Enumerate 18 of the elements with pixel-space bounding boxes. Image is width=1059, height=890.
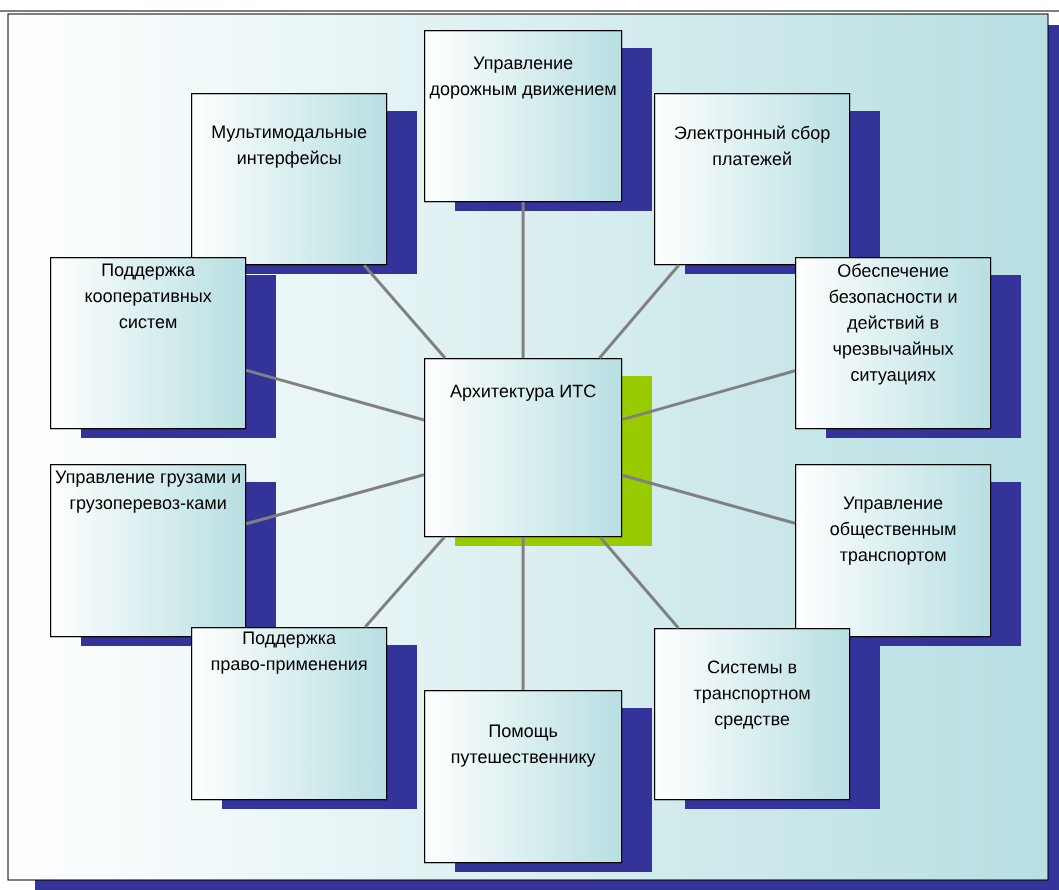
process-box: Обеспечение безопасности и действий в чрезвычайных ситуациях bbox=[795, 257, 1021, 438]
connector-line bbox=[245, 368, 425, 422]
process-box: Поддержка кооперативных систем bbox=[50, 257, 276, 438]
connector-line bbox=[621, 369, 796, 422]
connector-line bbox=[363, 264, 447, 359]
connector-line bbox=[621, 473, 796, 525]
process-box: Помощь путешественнику bbox=[424, 690, 652, 872]
connector-line bbox=[245, 473, 425, 526]
process-box: Управление дорожным движением bbox=[424, 30, 652, 211]
process-box: Управление общественным транспортом bbox=[795, 464, 1021, 646]
process-box: Поддержка право-применения bbox=[191, 627, 417, 809]
process-box: Архитектура ИТС bbox=[424, 358, 652, 546]
connector-line bbox=[521, 202, 525, 358]
connector-line bbox=[598, 264, 680, 359]
connector-line bbox=[521, 537, 525, 690]
connector-line bbox=[599, 536, 680, 629]
connector-line bbox=[364, 536, 446, 628]
process-box: Системы в транспортном средстве bbox=[654, 628, 880, 809]
